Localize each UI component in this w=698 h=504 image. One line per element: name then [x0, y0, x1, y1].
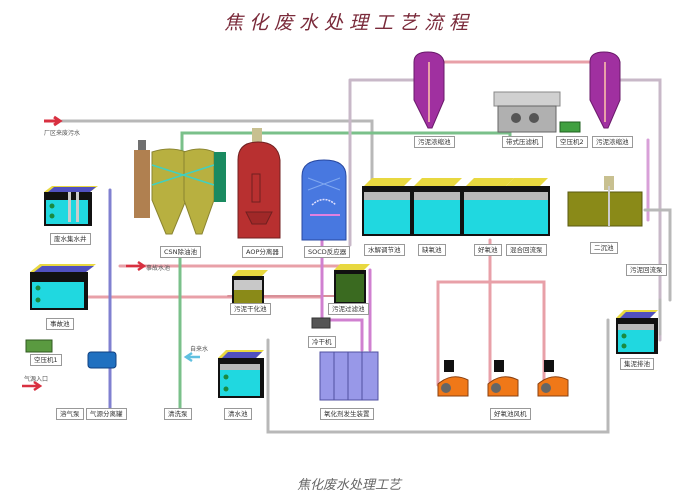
air-inlet-arrow-icon	[22, 380, 43, 392]
accident-arrow-icon	[126, 260, 147, 272]
sludge-filter-tank-shape	[334, 264, 370, 304]
figure-caption: 焦化废水处理工艺	[296, 478, 401, 493]
ozone-generator-shape	[319, 351, 379, 401]
label-ozone-generator: 氧化剂发生装置	[320, 408, 374, 420]
csn-oil-removal-tank	[134, 140, 226, 235]
label-clean-water-pump: 清洗泵	[164, 408, 192, 420]
air-compressor-2	[559, 121, 581, 133]
air-compressor-1-shape	[25, 339, 53, 353]
label-aop-separator: AOP分离器	[242, 246, 283, 258]
label-accident-tank: 事故池	[46, 318, 74, 330]
label-sludge-filter-tank: 污泥过滤池	[328, 303, 369, 315]
belt-filter-press	[493, 91, 561, 133]
aop-separator	[237, 128, 281, 239]
label-air-pump: 溶气泵	[56, 408, 84, 420]
aerobic-blowers	[437, 360, 569, 397]
diagram-title: 焦化废水处理工艺流程	[223, 12, 474, 34]
label-dryer: 冷干机	[308, 336, 336, 348]
label-sludge-thickener-1: 污泥浓缩池	[414, 136, 455, 148]
note-inlet: 厂区来废污水	[44, 130, 81, 137]
label-gas-separator: 气源分离罐	[86, 408, 127, 420]
note-accident: 事故水池	[146, 265, 171, 272]
label-air-compressor-2: 空压机2	[556, 136, 588, 148]
label-sludge-dry-tank: 污泥干化池	[230, 303, 271, 315]
label-mixed-return: 混合回流泵	[506, 244, 547, 256]
label-aerobic-tank: 好氧池	[474, 244, 502, 256]
water-inlet-arrow-icon	[183, 351, 200, 363]
pipe-inlet	[60, 119, 374, 182]
biological-tanks	[362, 178, 550, 236]
accident-tank	[30, 264, 96, 310]
socd-reactor	[301, 159, 347, 241]
pipe-gray-sludge-right	[606, 78, 662, 342]
label-air-compressor-1: 空压机1	[30, 354, 62, 366]
note-air-inlet: 气源入口	[24, 376, 49, 383]
gas-separator-shape	[87, 351, 117, 369]
label-sludge-thickener-2: 污泥浓缩池	[592, 136, 633, 148]
label-csn-tank: CSN除油池	[160, 246, 202, 258]
label-wastewater-sump: 废水集水井	[50, 233, 91, 245]
inlet-arrow-icon	[44, 115, 63, 127]
label-secondary-clarifier: 二沉池	[590, 242, 618, 254]
label-socd-reactor: SOCD反应器	[304, 246, 351, 258]
pipe-gray-bottom-loop	[266, 318, 610, 434]
pipe-gray-return	[643, 208, 672, 302]
label-anoxic-tank: 缺氧池	[418, 244, 446, 256]
label-discharge-tank: 集泥排池	[620, 358, 654, 370]
label-belt-filter-press: 带式压滤机	[502, 136, 543, 148]
label-aerobic-blower: 好氧池风机	[490, 408, 531, 420]
label-hydrolysis-tank: 水解调节池	[364, 244, 405, 256]
discharge-tank-shape	[616, 310, 658, 354]
secondary-clarifier	[567, 176, 643, 227]
dryer-shape	[311, 317, 331, 329]
label-sludge-return-pump: 污泥回流泵	[626, 264, 667, 276]
sludge-dry-tank-shape	[232, 270, 268, 306]
sludge-thickener-left	[413, 51, 445, 129]
pipe-magenta-ozone	[320, 238, 364, 352]
label-clean-water-tank: 清水池	[224, 408, 252, 420]
sludge-thickener-right	[589, 51, 621, 129]
clean-water-tank-shape	[218, 350, 264, 398]
note-water-in: 自来水	[190, 346, 209, 353]
wastewater-sump	[44, 186, 98, 226]
